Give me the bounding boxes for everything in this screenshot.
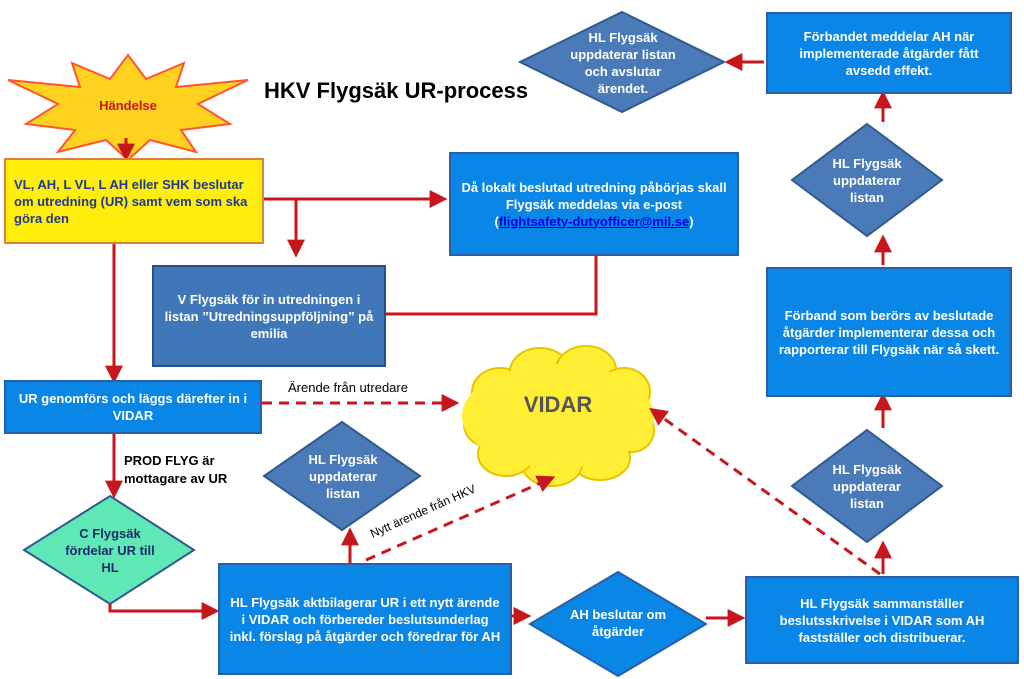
ur-performed-box: UR genomförs och läggs därefter in i VID… <box>4 380 262 434</box>
diamond-ah-decides <box>528 570 708 678</box>
local-notice-text: Då lokalt beslutad utredning påbörjas sk… <box>461 179 727 212</box>
diamond-hl-update-close <box>517 10 727 114</box>
start-event-label: Händelse <box>99 97 157 113</box>
hl-update-right-low-text: HL Flygsäk uppdaterar listan <box>832 461 902 511</box>
flow-arrows <box>105 53 892 627</box>
decision-box: VL, AH, L VL, L AH eller SHK beslutar om… <box>4 158 264 244</box>
email-link[interactable]: flightsafety-dutyofficer@mil.se <box>498 213 690 229</box>
vidar-cloud-core <box>462 364 654 468</box>
hl-update-close-text: HL Flygsäk uppdaterar listan och avsluta… <box>570 30 676 96</box>
vidar-label: VIDAR <box>523 391 593 417</box>
prod-flyg-label: PROD FLYG är mottagare av UR <box>124 453 228 486</box>
diagram-title: HKV Flygsäk UR-process <box>264 78 529 103</box>
c-flygsak-text: C Flygsäk fördelar UR till HL <box>65 525 155 575</box>
dashed-arrows <box>262 394 881 576</box>
hl-compile-box: HL Flygsäk sammanställer beslutsskrivels… <box>745 576 1019 664</box>
forband-implement-box: Förband som berörs av beslutade åtgärder… <box>766 267 1012 397</box>
from-investigator-label: Ärende från utredare <box>288 380 408 395</box>
local-notice-open: ( <box>494 213 499 229</box>
diamond-hl-update-right-high <box>790 122 944 238</box>
ah-decides-text: AH beslutar om åtgärder <box>569 607 667 639</box>
forband-report-box: Förbandet meddelar AH när implementerade… <box>766 12 1012 94</box>
hl-activate-box: HL Flygsäk aktbilagerar UR i ett nytt är… <box>218 563 512 675</box>
v-flygsak-box: V Flygsäk för in utredningen i listan ”U… <box>152 265 386 367</box>
local-notice-email-line: (flightsafety-dutyofficer@mil.se) <box>494 213 693 230</box>
diamond-hl-update-right-low <box>790 428 944 544</box>
local-notice-box: Då lokalt beslutad utredning påbörjas sk… <box>449 152 739 256</box>
hl-update-right-high-text: HL Flygsäk uppdaterar listan <box>832 155 902 205</box>
local-notice-close: ) <box>689 213 694 229</box>
hl-update-center-text: HL Flygsäk uppdaterar listan <box>308 451 378 501</box>
